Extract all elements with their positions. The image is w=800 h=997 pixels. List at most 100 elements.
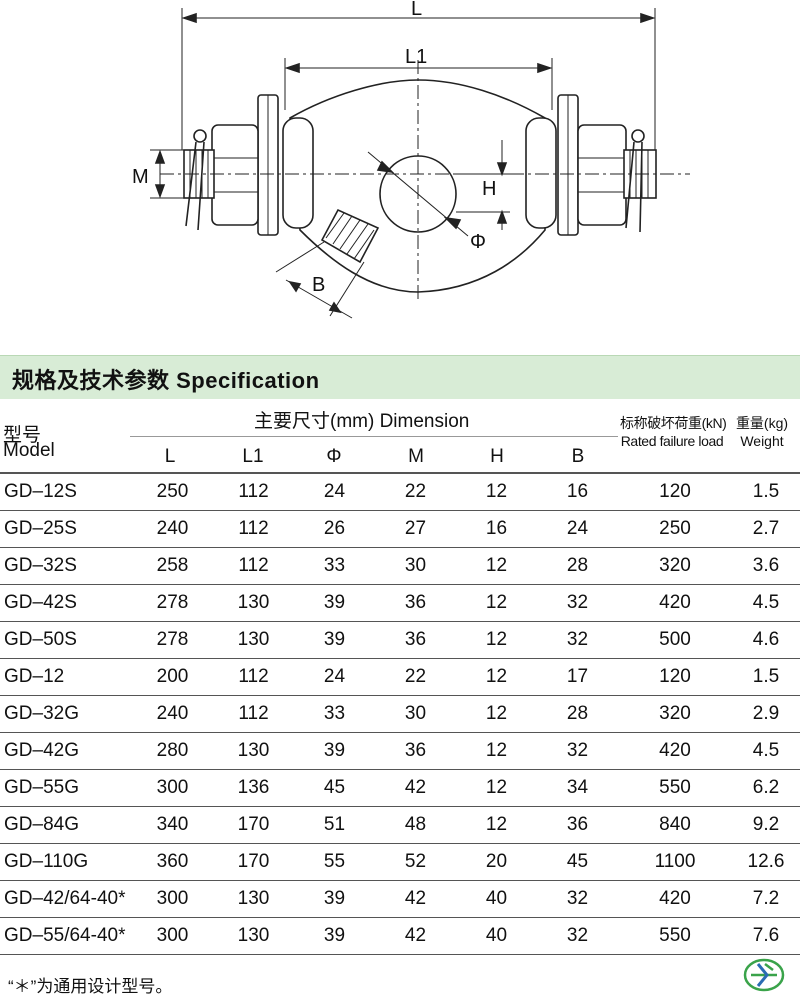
cell-phi: 26 xyxy=(294,510,375,548)
cell-B: 32 xyxy=(537,732,618,770)
header-weight: 重量(kg) Weight xyxy=(732,414,792,450)
cell-H: 12 xyxy=(456,584,537,622)
cell-weight: 4.6 xyxy=(732,621,800,659)
cell-load: 550 xyxy=(618,769,732,807)
cell-model: GD–42S xyxy=(0,584,132,622)
header-col-M: M xyxy=(408,446,424,467)
cell-load: 420 xyxy=(618,584,732,622)
cell-L1: 130 xyxy=(213,621,294,659)
cell-B: 45 xyxy=(537,843,618,881)
cell-L1: 130 xyxy=(213,880,294,918)
cell-B: 32 xyxy=(537,584,618,622)
cell-model: GD–110G xyxy=(0,843,132,881)
cell-H: 20 xyxy=(456,843,537,881)
cell-H: 16 xyxy=(456,510,537,548)
cell-model: GD–42G xyxy=(0,732,132,770)
cell-L1: 112 xyxy=(213,474,294,511)
cell-phi: 24 xyxy=(294,474,375,511)
cell-L: 300 xyxy=(132,917,213,955)
cell-B: 24 xyxy=(537,510,618,548)
cell-phi: 39 xyxy=(294,917,375,955)
cell-M: 48 xyxy=(375,806,456,844)
cell-phi: 24 xyxy=(294,658,375,696)
cell-load: 320 xyxy=(618,547,732,585)
cell-M: 30 xyxy=(375,695,456,733)
cell-M: 27 xyxy=(375,510,456,548)
cell-M: 30 xyxy=(375,547,456,585)
cell-load: 420 xyxy=(618,732,732,770)
cell-weight: 6.2 xyxy=(732,769,800,807)
cell-phi: 39 xyxy=(294,621,375,659)
cell-weight: 7.6 xyxy=(732,917,800,955)
header-col-B: B xyxy=(571,446,585,467)
cell-L: 258 xyxy=(132,547,213,585)
cell-model: GD–25S xyxy=(0,510,132,548)
cell-L: 280 xyxy=(132,732,213,770)
cell-model: GD–32G xyxy=(0,695,132,733)
cell-weight: 4.5 xyxy=(732,732,800,770)
cell-weight: 7.2 xyxy=(732,880,800,918)
dim-label-phi: Φ xyxy=(470,231,486,253)
cell-M: 42 xyxy=(375,880,456,918)
cell-L1: 170 xyxy=(213,843,294,881)
section-band: 规格及技术参数 Specification xyxy=(0,355,800,399)
dimension-header-rule xyxy=(130,436,618,437)
cell-H: 40 xyxy=(456,917,537,955)
cell-load: 320 xyxy=(618,695,732,733)
cell-H: 40 xyxy=(456,880,537,918)
cell-weight: 2.7 xyxy=(732,510,800,548)
dim-label-B: B xyxy=(312,274,325,296)
cell-phi: 51 xyxy=(294,806,375,844)
cell-load: 840 xyxy=(618,806,732,844)
cell-load: 550 xyxy=(618,917,732,955)
cell-load: 120 xyxy=(618,474,732,511)
footnote: “＊”为通用设计型号。 xyxy=(8,977,173,996)
cell-H: 12 xyxy=(456,769,537,807)
dim-label-M: M xyxy=(132,166,149,188)
cell-L: 200 xyxy=(132,658,213,696)
cell-weight: 2.9 xyxy=(732,695,800,733)
cell-load: 250 xyxy=(618,510,732,548)
cell-load: 1100 xyxy=(618,843,732,881)
cell-L: 240 xyxy=(132,695,213,733)
header-col-L1: L1 xyxy=(242,446,264,467)
header-rated-load-cn: 标称破坏荷重(kN) xyxy=(620,415,727,431)
cell-model: GD–42/64-40* xyxy=(0,880,132,918)
cell-L: 278 xyxy=(132,584,213,622)
cell-H: 12 xyxy=(456,806,537,844)
cell-L: 300 xyxy=(132,880,213,918)
cell-model: GD–55/64-40* xyxy=(0,917,132,955)
cell-B: 36 xyxy=(537,806,618,844)
dim-label-L: L xyxy=(411,0,422,20)
cell-L: 278 xyxy=(132,621,213,659)
cell-B: 32 xyxy=(537,621,618,659)
cell-phi: 39 xyxy=(294,732,375,770)
header-weight-cn: 重量(kg) xyxy=(735,415,789,431)
cell-H: 12 xyxy=(456,695,537,733)
cell-phi: 45 xyxy=(294,769,375,807)
company-logo xyxy=(743,958,785,992)
header-col-phi: Φ xyxy=(326,446,342,467)
cell-model: GD–12 xyxy=(0,658,132,696)
cell-B: 32 xyxy=(537,880,618,918)
cell-load: 120 xyxy=(618,658,732,696)
cell-load: 420 xyxy=(618,880,732,918)
cell-H: 12 xyxy=(456,547,537,585)
cell-M: 22 xyxy=(375,474,456,511)
cell-L1: 112 xyxy=(213,510,294,548)
cell-model: GD–55G xyxy=(0,769,132,807)
section-title: 规格及技术参数 Specification xyxy=(12,368,320,393)
cell-L: 250 xyxy=(132,474,213,511)
cell-L: 340 xyxy=(132,806,213,844)
cell-H: 12 xyxy=(456,658,537,696)
cell-L: 300 xyxy=(132,769,213,807)
